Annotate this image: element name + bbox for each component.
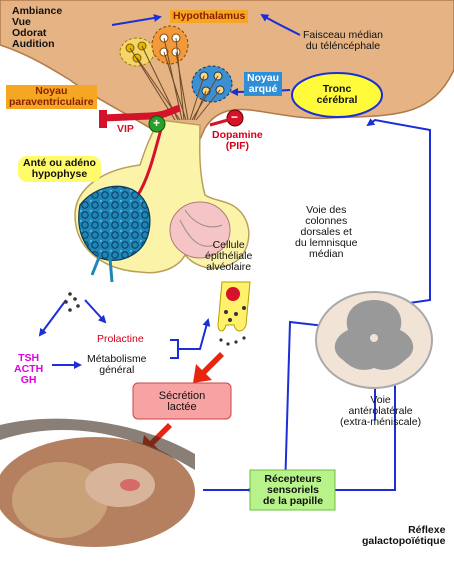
hormone-dots — [64, 292, 80, 312]
label-voie-antero: Voie antérolatérale (extra-méniscale) — [340, 395, 421, 428]
label-faisceau-1: Faisceau médian — [303, 29, 383, 41]
label-hypothalamus: Hypothalamus — [170, 10, 249, 23]
label-voie-dorsale: Voie des colonnes dorsales et du lemnisq… — [295, 205, 357, 260]
label-metabolisme-2: général — [99, 364, 135, 376]
dopamine-arrow — [209, 118, 229, 127]
label-cellule-2: épithéliale — [205, 250, 253, 262]
label-hormones: TSH ACTH GH — [14, 353, 43, 386]
label-acth: ACTH — [14, 363, 44, 375]
label-dopamine: Dopamine (PIF) — [212, 130, 263, 152]
label-secretion: Sécrétion lactée — [133, 391, 231, 413]
label-cellule-1: Cellule — [212, 239, 245, 251]
tronc-cerebral-ellipse — [291, 72, 383, 118]
label-noyau-paraventriculaire-1: Noyau — [35, 85, 68, 97]
label-recepteurs-2: sensoriels — [267, 484, 319, 496]
label-secretion-1: Sécrétion — [158, 390, 206, 402]
vip-terminal — [99, 110, 107, 128]
label-gh: GH — [20, 374, 37, 386]
label-faisceau: Faisceau médian du téléncéphale — [303, 30, 383, 52]
label-noyau-arque: Noyau arqué — [244, 72, 283, 96]
arcuate-nucleus-neurons — [191, 65, 233, 103]
label-noyau-paraventriculaire-2: paraventriculaire — [9, 96, 94, 108]
posterior-pituitary — [169, 201, 231, 259]
label-noyau-arque-2: arqué — [248, 83, 278, 95]
label-cellule-3: alvéolaire — [206, 261, 252, 273]
label-tsh: TSH — [18, 352, 40, 364]
label-voie-antero-2: antérolatérale — [348, 405, 413, 417]
orange-nucleus-neurons — [151, 25, 189, 65]
label-recepteurs-1: Récepteurs — [264, 473, 322, 485]
paraventricular-neurons — [119, 37, 155, 67]
label-plus: + — [153, 116, 161, 130]
label-minus: − — [231, 110, 239, 124]
label-vue: Vue — [12, 16, 31, 28]
secretion-box — [132, 382, 232, 420]
label-tronc-cerebral: Tronc cérébral — [310, 84, 364, 106]
label-ambiance: Ambiance — [12, 5, 63, 17]
label-cellule: Cellule épithéliale alvéolaire — [205, 240, 252, 273]
label-voie-dorsale-4: du lemnisque — [295, 237, 358, 249]
label-secretion-2: lactée — [167, 401, 197, 413]
label-tronc-2: cérébral — [316, 94, 358, 106]
minus-circle — [226, 109, 244, 127]
label-noyau-arque-1: Noyau — [247, 72, 280, 84]
label-reflexe-1: Réflexe — [408, 524, 446, 536]
label-reflexe: Réflexe galactopoïétique — [362, 525, 445, 547]
label-voie-antero-3: (extra-méniscale) — [340, 416, 422, 428]
label-voie-dorsale-1: Voie des — [306, 204, 347, 216]
spinal-cord-section — [315, 291, 433, 389]
label-voie-dorsale-5: médian — [309, 248, 344, 260]
label-metabolisme-1: Métabolisme — [87, 353, 147, 365]
label-tronc-1: Tronc — [322, 83, 352, 95]
label-voie-antero-1: Voie — [370, 394, 391, 406]
label-recepteurs: Récepteurs sensoriels de la papille — [251, 474, 335, 507]
blood-vessel — [90, 254, 114, 283]
plus-circle — [148, 115, 166, 133]
label-dopamine-1: Dopamine — [212, 129, 263, 141]
label-ante-1: Anté ou adéno — [23, 157, 96, 169]
label-vip: VIP — [117, 123, 134, 135]
photo-kitten-nursing — [0, 418, 195, 547]
label-ante-2: hypophyse — [31, 168, 88, 180]
label-noyau-paraventriculaire: Noyau paraventriculaire — [6, 85, 97, 109]
alveolar-cell — [217, 281, 251, 346]
label-prolactine: Prolactine — [97, 333, 144, 345]
label-ante-hypophyse: Anté ou adéno hypophyse — [18, 156, 101, 182]
label-sensory-inputs: Ambiance Vue Odorat Audition — [12, 6, 62, 50]
label-faisceau-2: du téléncéphale — [305, 40, 381, 52]
label-metabolisme: Métabolisme général — [87, 354, 147, 376]
label-dopamine-2: (PIF) — [225, 140, 250, 152]
label-voie-dorsale-3: dorsales et — [300, 226, 352, 238]
label-odorat: Odorat — [12, 27, 47, 39]
anterior-pituitary-cells — [78, 185, 151, 261]
vip-pathway — [102, 104, 182, 122]
label-audition: Audition — [12, 38, 55, 50]
label-voie-dorsale-2: colonnes — [305, 215, 348, 227]
recepteurs-box — [249, 469, 336, 511]
label-recepteurs-3: de la papille — [262, 495, 324, 507]
label-reflexe-2: galactopoïétique — [362, 535, 446, 547]
